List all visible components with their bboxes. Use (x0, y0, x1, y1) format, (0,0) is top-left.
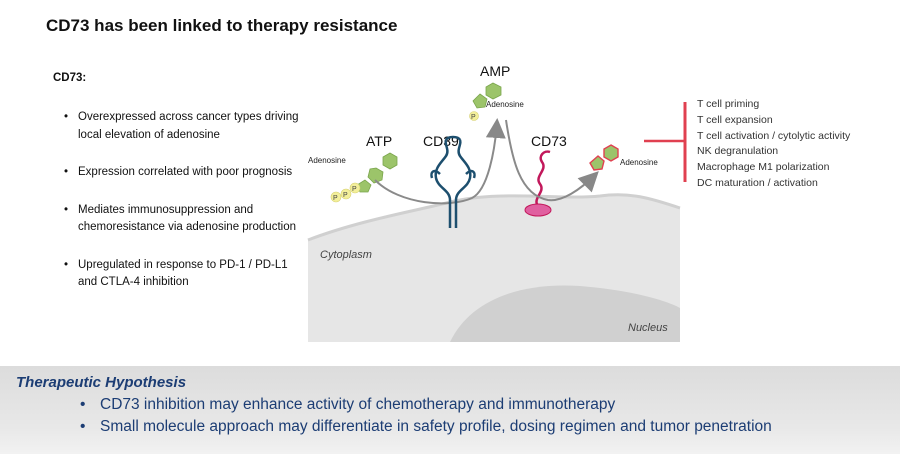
cd73-label: CD73 (531, 133, 567, 149)
amp-phosphate-icon (469, 111, 479, 121)
effect-item: T cell priming (697, 98, 760, 110)
nucleus-label: Nucleus (628, 322, 668, 334)
cd73-protein-icon (535, 150, 551, 207)
hypothesis-title: Therapeutic Hypothesis (16, 374, 187, 391)
cd39-label: CD39 (423, 133, 459, 149)
effect-item: Macrophage M1 polarization (697, 161, 830, 174)
atp-to-amp-arrow (374, 118, 506, 205)
atp-molecule-icon (356, 152, 398, 193)
phosphate-group-icon (330, 182, 361, 203)
bullet-item: Overexpressed across cancer types drivin… (62, 109, 302, 144)
immune-effects-list: T cell priming T cell expansion T cell a… (697, 97, 850, 192)
bullet-item: Mediates immunosuppression and chemoresi… (62, 202, 302, 237)
cytoplasm-label: Cytoplasm (320, 249, 372, 261)
amp-to-adenosine-arrow (505, 119, 599, 202)
effect-item: T cell expansion (697, 113, 773, 126)
bullet-item: Upregulated in response to PD-1 / PD-L1 … (62, 257, 302, 292)
hypothesis-item: CD73 inhibition may enhance activity of … (78, 394, 772, 416)
cd39-protein-icon (430, 135, 476, 228)
slide-title: CD73 has been linked to therapy resistan… (46, 16, 398, 35)
adenosine-output-label: Adenosine (620, 158, 658, 167)
nucleus-region (450, 285, 680, 342)
hypothesis-bullet-list: CD73 inhibition may enhance activity of … (78, 394, 772, 438)
phosphate-label: P (333, 195, 338, 202)
phosphate-label: P (471, 114, 476, 121)
cell-membrane (307, 193, 681, 242)
cd73-pathway-diagram: Cytoplasm Nucleus ATP Adenosine P P P AM… (307, 63, 687, 342)
atp-label: ATP (366, 133, 392, 149)
effect-item: T cell activation / cytolytic activity (697, 129, 851, 142)
amp-adenosine-label: Adenosine (486, 100, 524, 109)
phosphate-label: P (343, 192, 348, 199)
phosphate-label: P (352, 186, 357, 193)
cd73-bullet-list: Overexpressed across cancer types drivin… (62, 109, 302, 312)
cd73-heading: CD73: (53, 72, 87, 84)
amp-molecule-icon (472, 82, 502, 109)
bullet-item: Expression correlated with poor prognosi… (62, 164, 302, 182)
effect-item: DC maturation / activation (697, 176, 818, 189)
effect-item: NK degranulation (697, 145, 779, 158)
cd73-anchor-icon (524, 203, 552, 217)
amp-label: AMP (480, 63, 510, 79)
atp-adenosine-label: Adenosine (308, 156, 346, 165)
hypothesis-item: Small molecule approach may differentiat… (78, 416, 772, 438)
therapeutic-hypothesis-panel: Therapeutic Hypothesis CD73 inhibition m… (0, 366, 900, 454)
adenosine-molecule-icon (589, 144, 619, 171)
